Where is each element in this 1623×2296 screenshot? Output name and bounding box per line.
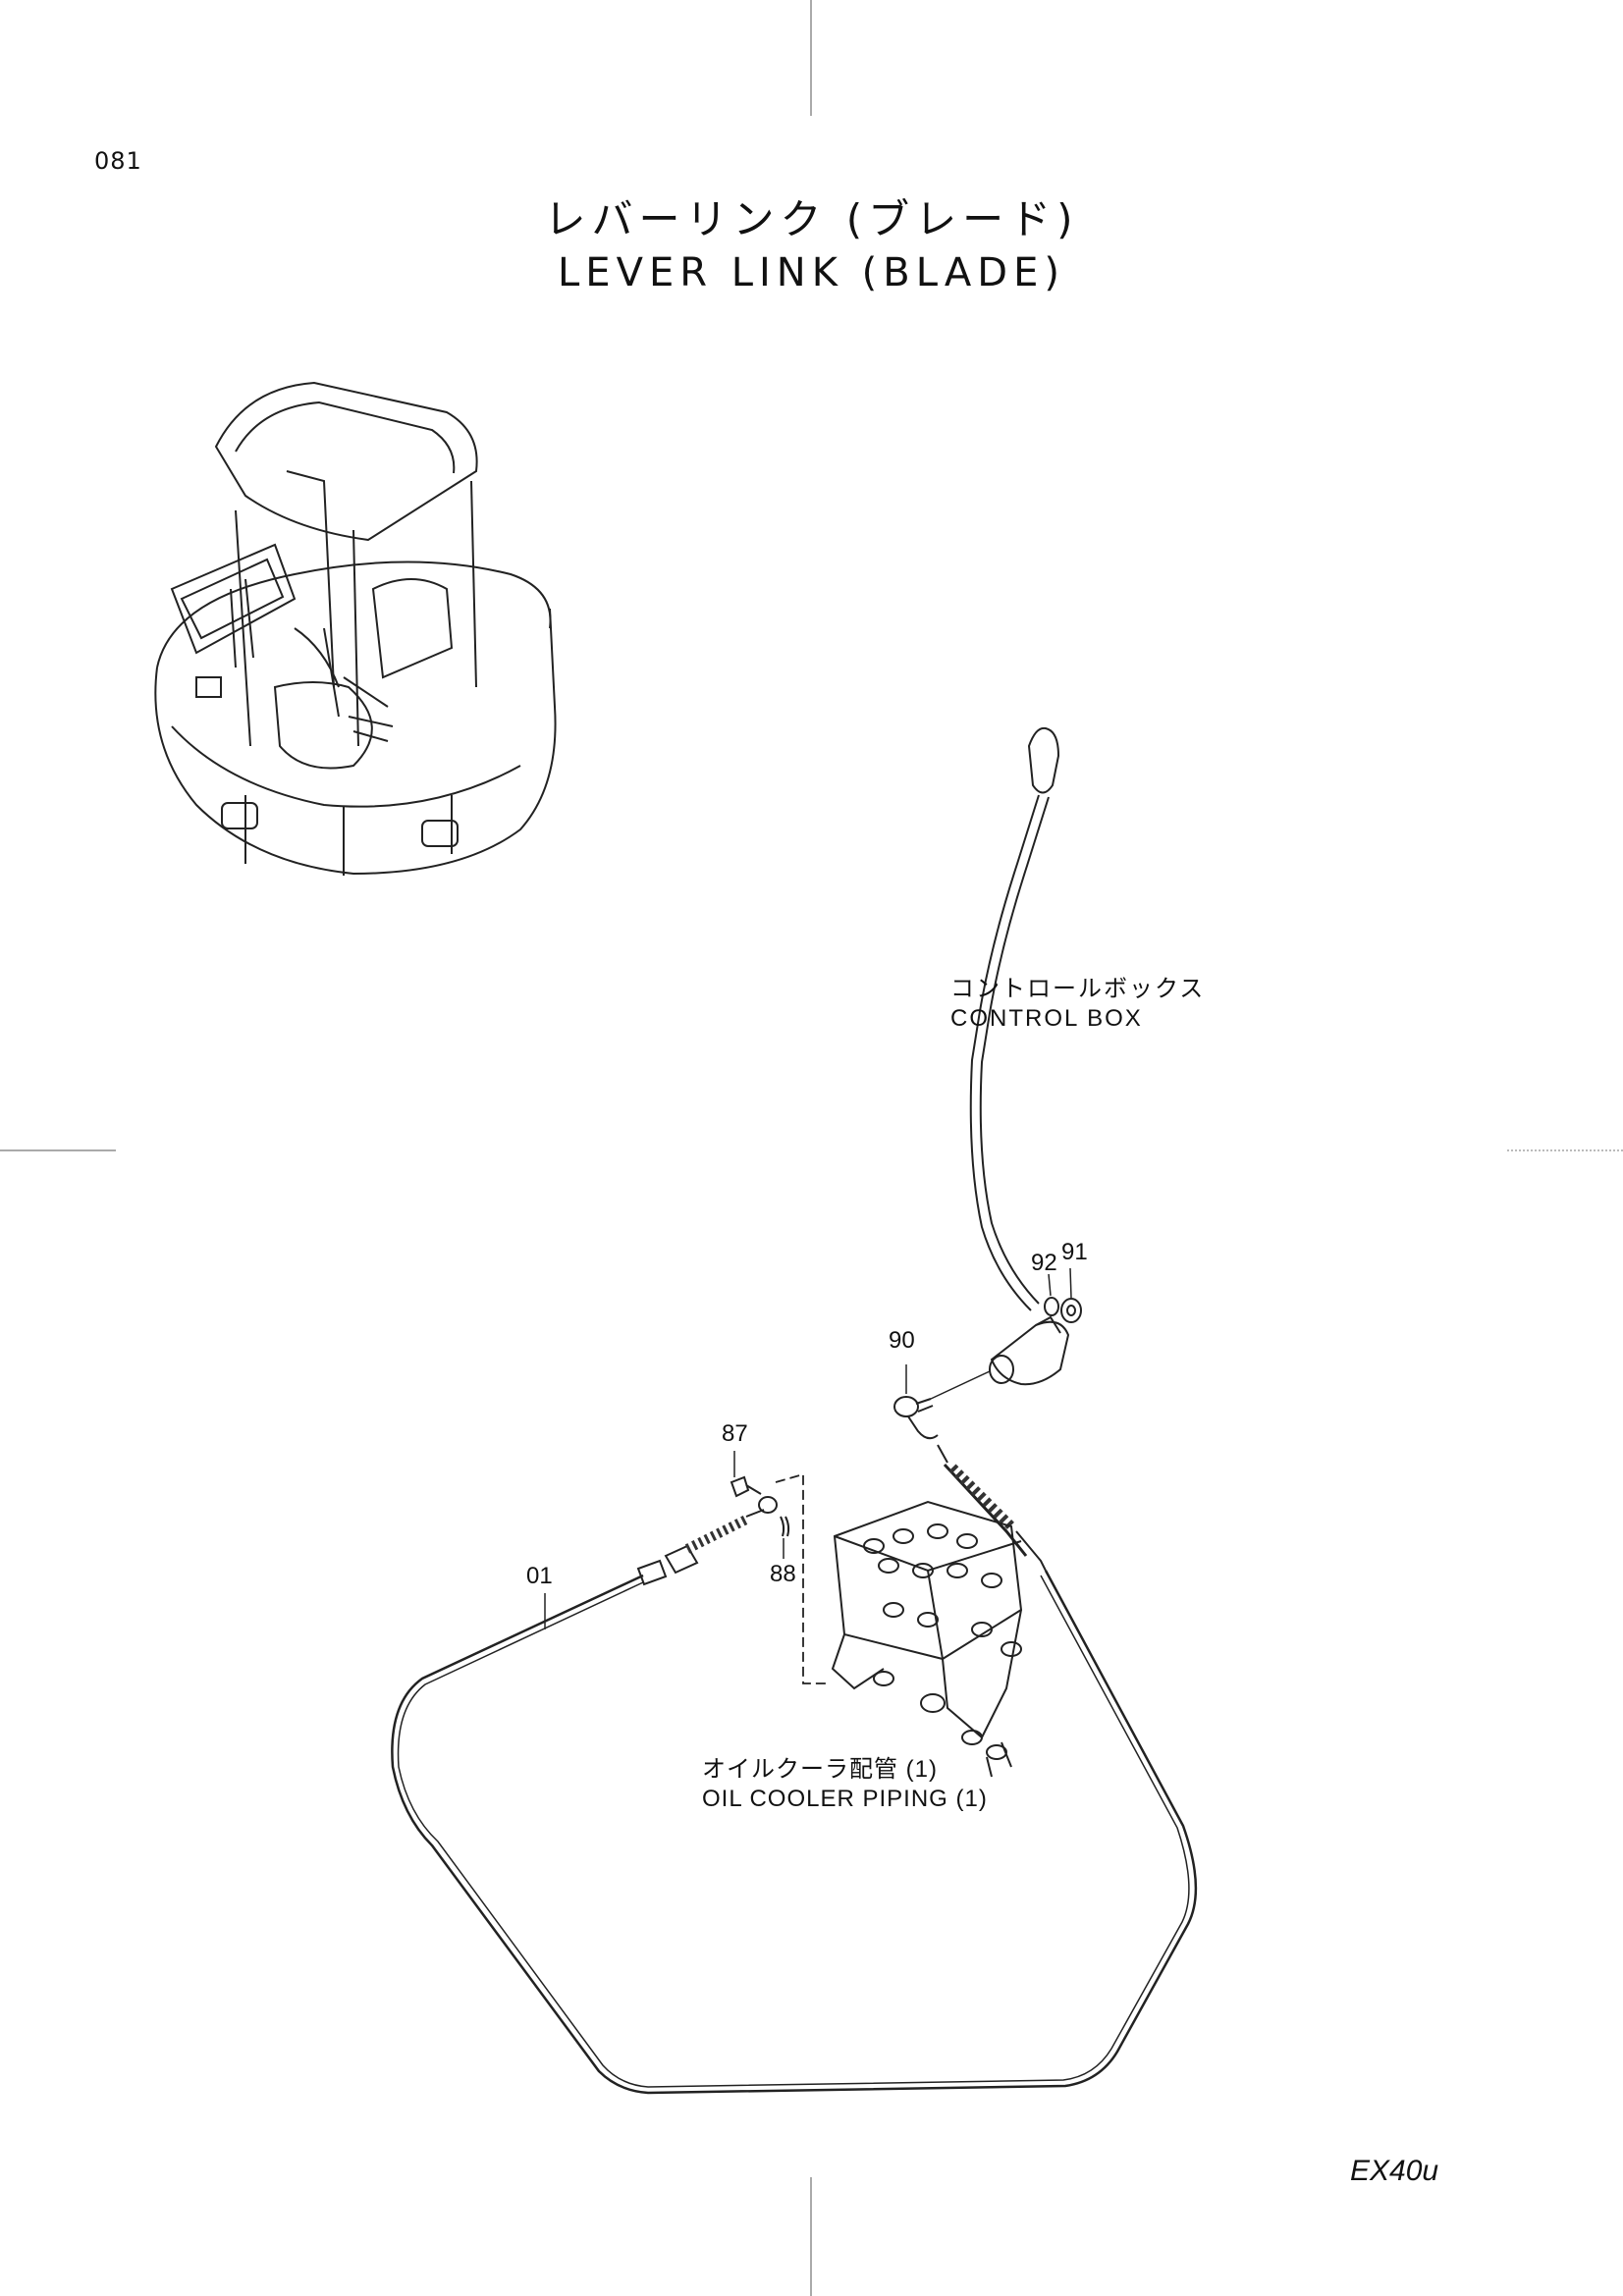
title-english: LEVER LINK (BLADE): [558, 250, 1065, 295]
nut-91-drawing: [1060, 1298, 1082, 1323]
page-number: 081: [94, 147, 142, 175]
part-number-88: 88: [770, 1561, 796, 1587]
title-japanese: レバーリンク (ブレード): [544, 195, 1079, 243]
control-box-label-en: CONTROL BOX: [950, 1005, 1143, 1032]
model-name: EX40u: [1350, 2155, 1439, 2187]
oil-cooler-piping-label: オイルクーラ配管 (1) OIL COOLER PIPING (1): [702, 1755, 988, 1814]
control-cable-01: [391, 1570, 1198, 2095]
oil-cooler-label-en: OIL COOLER PIPING (1): [702, 1786, 988, 1812]
cable-right-fitting: [937, 1444, 1047, 1572]
part-number-01: 01: [526, 1563, 553, 1589]
leader-91: [1069, 1267, 1072, 1299]
part-number-91: 91: [1061, 1239, 1088, 1265]
leader-92: [1048, 1273, 1052, 1297]
part-number-87: 87: [722, 1420, 748, 1447]
part-number-92: 92: [1031, 1250, 1057, 1276]
valve-connection-line: [775, 1472, 830, 1684]
part-number-90: 90: [889, 1327, 915, 1354]
oil-cooler-label-jp: オイルクーラ配管 (1): [702, 1756, 938, 1783]
machine-overview-drawing: [154, 381, 557, 876]
control-box-label: コントロールボックス CONTROL BOX: [950, 975, 1205, 1034]
washer-92-drawing: [1044, 1297, 1059, 1316]
control-box-label-jp: コントロールボックス: [950, 976, 1206, 1002]
ball-joint-90-drawing: [893, 1396, 939, 1440]
control-valve-drawing: [831, 1500, 1023, 1778]
control-lever-drawing: [930, 726, 1082, 1400]
cable-left-fitting: [636, 1475, 790, 1586]
